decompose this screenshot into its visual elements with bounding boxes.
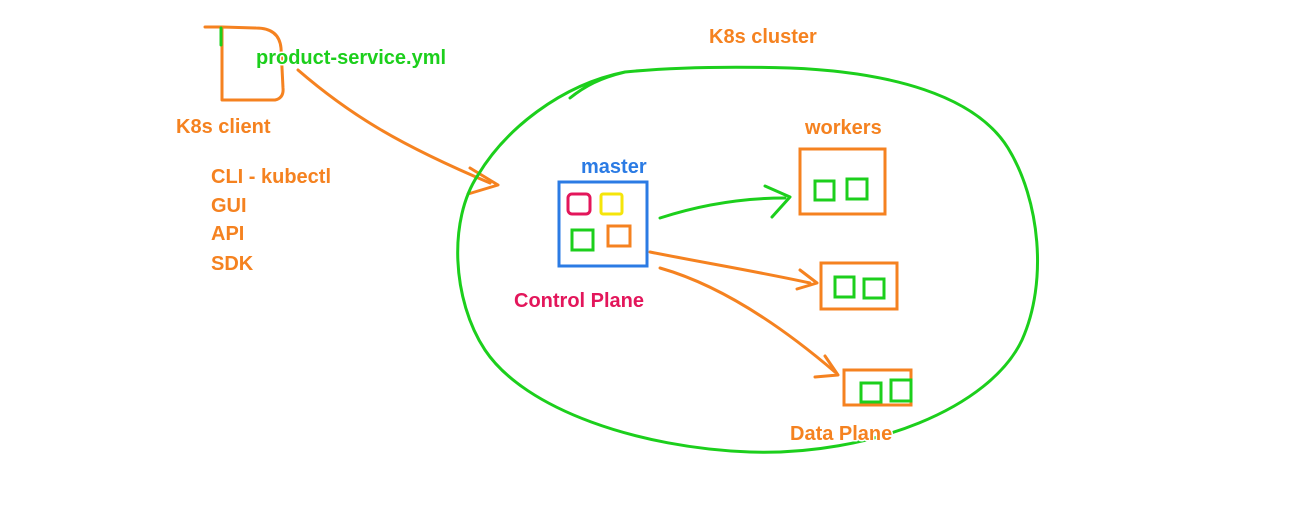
- tool-item-sdk: SDK: [211, 253, 254, 275]
- control-component-orange: [606, 224, 632, 248]
- tool-item-api: API: [211, 223, 244, 245]
- control-component-pink: [566, 192, 592, 216]
- pod: [813, 179, 836, 202]
- master-node: [557, 180, 649, 268]
- worker-node-1: [798, 147, 887, 216]
- control-component-green: [570, 228, 595, 252]
- control-component-yellow: [599, 192, 624, 216]
- pod: [859, 381, 883, 404]
- cluster-title: K8s cluster: [709, 26, 817, 48]
- workers-label: workers: [804, 117, 882, 139]
- control-plane-label: Control Plane: [514, 290, 644, 312]
- pod: [845, 177, 869, 201]
- tool-item-gui: GUI: [211, 195, 247, 217]
- client-title: K8s client: [176, 116, 271, 138]
- master-label: master: [581, 156, 647, 178]
- pod: [833, 275, 856, 299]
- master-to-worker-1-arrow: [658, 184, 792, 220]
- master-to-worker-2-arrow: [648, 250, 819, 291]
- client-tools-list: CLI - kubectl GUI API SDK: [210, 165, 333, 277]
- client-document-icon: [203, 25, 285, 102]
- pod: [889, 378, 913, 403]
- worker-node-3: [842, 368, 913, 407]
- file-label: product-service.yml: [256, 47, 446, 69]
- pod: [862, 277, 886, 300]
- tool-item-cli: CLI - kubectl: [211, 166, 331, 188]
- worker-node-2: [819, 261, 899, 311]
- master-to-worker-3-arrow: [658, 266, 840, 379]
- cluster-boundary: [456, 65, 1040, 454]
- data-plane-label: Data Plane: [790, 423, 892, 445]
